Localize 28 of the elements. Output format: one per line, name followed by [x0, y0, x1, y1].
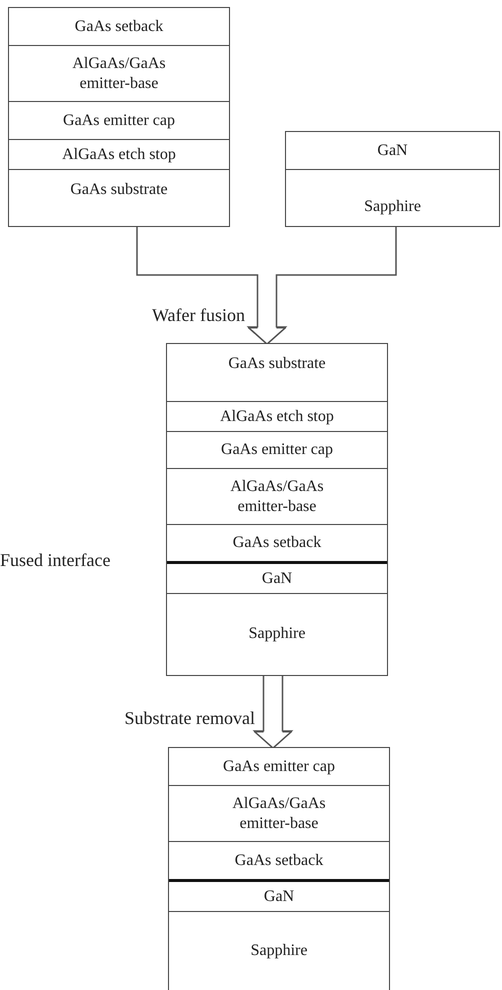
- edge-label: Wafer fusion: [152, 304, 245, 326]
- material-layer: GaAs emitter cap: [9, 101, 229, 139]
- material-layer: GaAs setback: [9, 8, 229, 45]
- material-layer: GaAs substrate: [167, 344, 387, 401]
- layer-stack: [8, 7, 230, 227]
- material-layer: AlGaAs etch stop: [167, 401, 387, 431]
- block-arrow: [252, 674, 294, 750]
- material-layer: Sapphire: [169, 911, 389, 989]
- material-layer: Sapphire: [286, 169, 499, 225]
- material-layer: AlGaAs/GaAs emitter-base: [167, 468, 387, 524]
- material-layer: GaAs setback: [167, 524, 387, 561]
- layer-stack: [285, 131, 500, 227]
- material-layer: AlGaAs/GaAs emitter-base: [169, 785, 389, 841]
- material-layer: GaAs setback: [169, 841, 389, 879]
- material-layer: GaAs emitter cap: [167, 431, 387, 468]
- material-layer: GaAs emitter cap: [169, 748, 389, 785]
- material-layer: AlGaAs/GaAs emitter-base: [9, 45, 229, 101]
- process-note: Fused interface: [0, 549, 110, 571]
- material-layer: GaN: [286, 132, 499, 169]
- layer-stack: [168, 747, 390, 990]
- material-layer: GaN: [167, 561, 387, 593]
- edge-label: Substrate removal: [124, 707, 255, 729]
- material-layer: GaN: [169, 879, 389, 911]
- layer-stack: [166, 343, 388, 676]
- bracket-arrow: [248, 226, 397, 345]
- material-layer: GaAs substrate: [9, 169, 229, 225]
- material-layer: AlGaAs etch stop: [9, 139, 229, 169]
- material-layer: Sapphire: [167, 593, 387, 674]
